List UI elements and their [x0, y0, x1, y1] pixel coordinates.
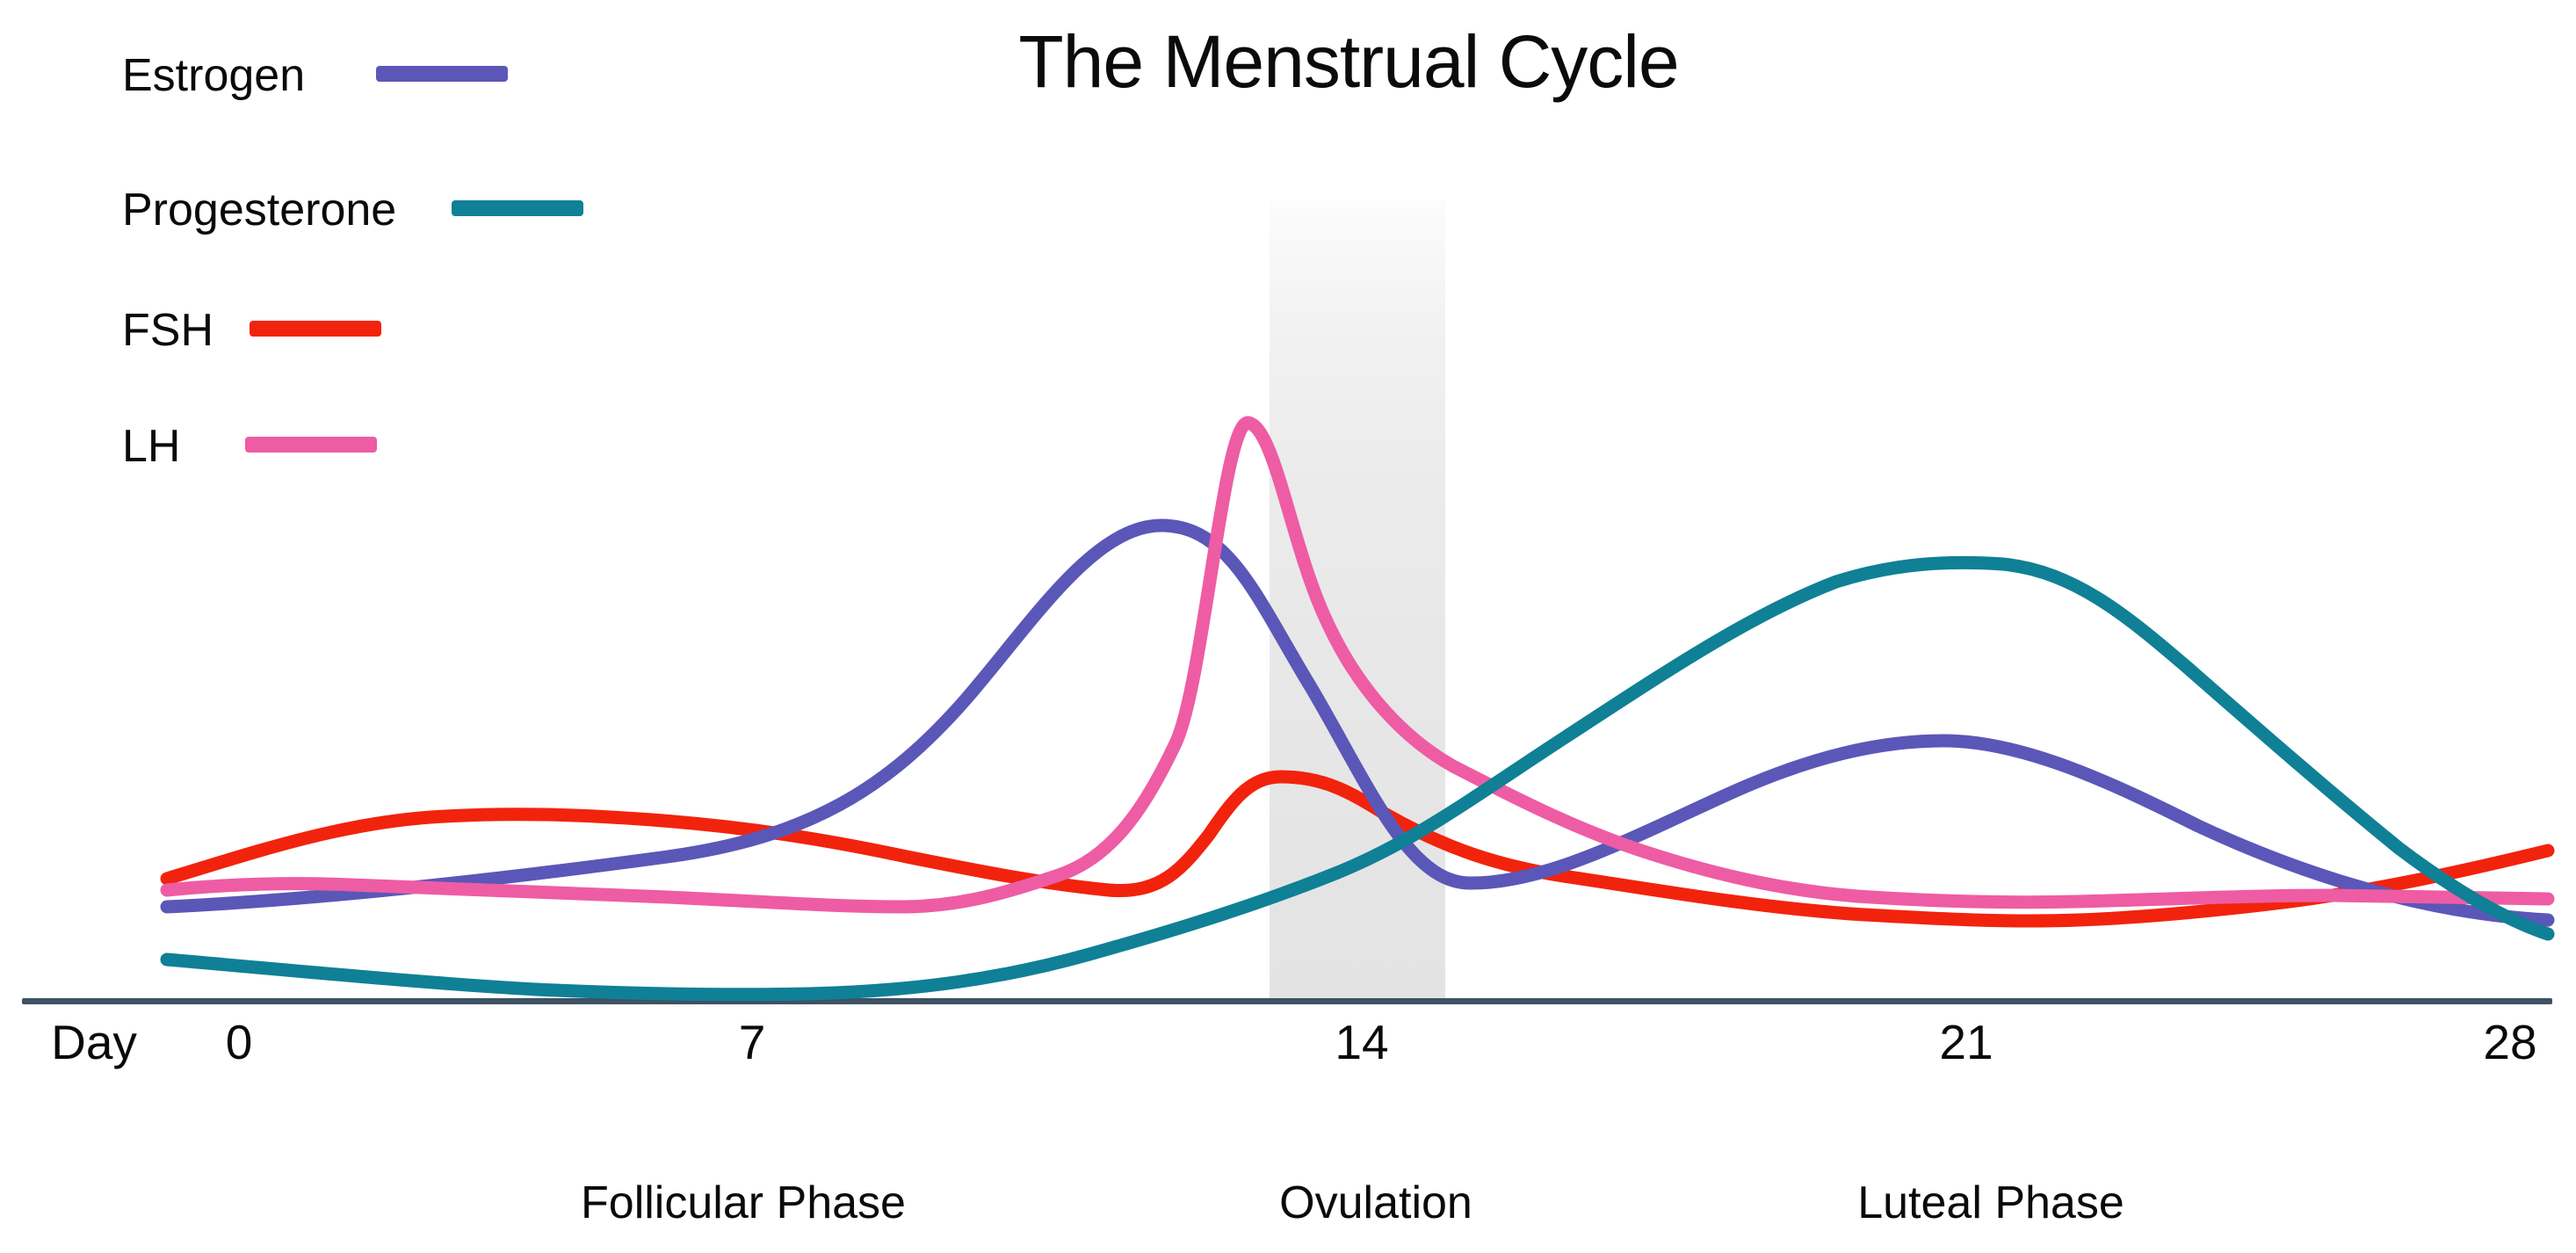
legend-swatch-estrogen	[376, 66, 508, 82]
legend-swatch-progesterone	[452, 200, 583, 216]
x-axis-tick-label-14: 14	[1335, 1015, 1388, 1069]
lh-curve	[160, 416, 2555, 914]
legend-label-estrogen: Estrogen	[122, 50, 305, 101]
fsh-curve	[160, 770, 2555, 928]
page-title: The Menstrual Cycle	[1018, 20, 1678, 103]
phase-label-ovulation: Ovulation	[1279, 1177, 1473, 1228]
ovulation-band	[1270, 200, 1445, 1000]
legend-label-fsh: FSH	[122, 305, 213, 356]
legend-swatch-lh	[245, 437, 377, 453]
legend-item: Progesterone	[122, 185, 583, 235]
legend-label-progesterone: Progesterone	[122, 185, 396, 235]
x-axis-tick-label-28: 28	[2483, 1015, 2536, 1069]
legend-item: FSH	[122, 305, 381, 356]
x-axis-tick-label-21: 21	[1939, 1015, 1993, 1069]
phase-label-follicular: Follicular Phase	[581, 1177, 906, 1228]
phase-labels: Follicular Phase Ovulation Luteal Phase	[581, 1177, 2124, 1228]
legend-item: Estrogen	[122, 50, 508, 101]
legend-label-lh: LH	[122, 421, 180, 472]
x-axis-unit-label: Day	[51, 1015, 137, 1069]
phase-label-luteal: Luteal Phase	[1857, 1177, 2124, 1228]
legend-swatch-fsh	[250, 321, 381, 337]
x-axis-tick-label-0: 0	[226, 1015, 253, 1069]
x-axis-tick-label-7: 7	[739, 1015, 766, 1069]
progesterone-curve	[160, 555, 2555, 1002]
x-axis-line	[22, 998, 2552, 1004]
legend-item: LH	[122, 421, 377, 472]
legend: Estrogen Progesterone FSH LH	[122, 50, 583, 472]
estrogen-curve	[160, 518, 2555, 927]
x-axis-labels: Day 0 7 14 21 28	[51, 1015, 2537, 1069]
